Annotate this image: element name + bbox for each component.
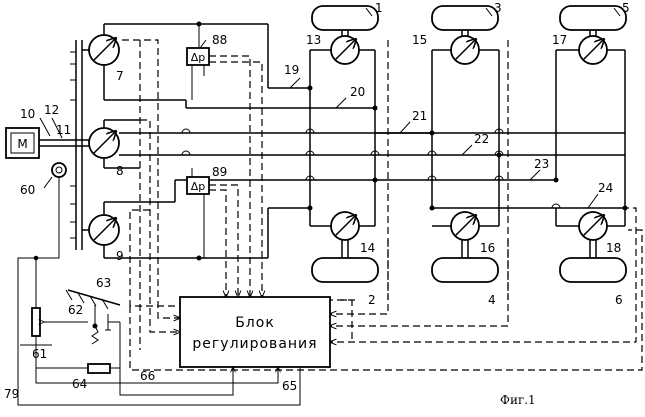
resistor-64	[36, 364, 120, 373]
label-12: 12	[44, 103, 59, 117]
wheel-motor-18	[556, 208, 625, 240]
label-22: 22	[474, 132, 489, 146]
label-13: 13	[306, 33, 321, 47]
label-24: 24	[598, 181, 613, 195]
wheel-motor-16	[432, 212, 499, 240]
wheel-motor-15	[432, 36, 499, 226]
control-unit-title: Блок	[235, 315, 275, 331]
dp-symbol: Δp	[191, 51, 206, 64]
dp-sensor-89: Δp	[187, 168, 209, 258]
label-19: 19	[284, 63, 299, 77]
shaft-ticks	[70, 52, 76, 238]
pump-9	[89, 215, 119, 245]
label-6: 6	[615, 293, 623, 307]
label-18: 18	[606, 241, 621, 255]
label-23: 23	[534, 157, 549, 171]
label-7: 7	[116, 69, 124, 83]
label-15: 15	[412, 33, 427, 47]
control-unit-subtitle: регулирования	[192, 336, 317, 352]
label-88: 88	[212, 33, 227, 47]
drive-shaft	[39, 40, 96, 250]
label-60: 60	[20, 183, 35, 197]
motor-symbol: M	[17, 137, 27, 151]
label-2: 2	[368, 293, 376, 307]
motor-10: M	[6, 128, 39, 158]
wheel-motor-17	[556, 36, 625, 226]
wheel-motor-14	[310, 180, 375, 240]
label-17: 17	[552, 33, 567, 47]
label-21: 21	[412, 109, 427, 123]
label-11: 11	[56, 123, 71, 137]
dp-symbol: Δp	[191, 180, 206, 193]
label-64: 64	[72, 377, 87, 391]
main-lines	[310, 88, 625, 208]
label-5: 5	[622, 1, 630, 15]
wire-79	[18, 177, 300, 405]
control-unit-block: Блок регулирования	[180, 297, 330, 367]
label-62: 62	[68, 303, 83, 317]
label-3: 3	[494, 1, 502, 15]
label-65: 65	[282, 379, 297, 393]
label-9: 9	[116, 249, 124, 263]
label-79: 79	[4, 387, 19, 401]
label-14: 14	[360, 241, 375, 255]
pump-8	[89, 128, 119, 158]
dp-sensor-88: Δp	[187, 24, 209, 100]
line-crossings	[182, 129, 560, 208]
junction-dots	[308, 86, 628, 211]
label-66: 66	[140, 369, 155, 383]
label-89: 89	[212, 165, 227, 179]
label-16: 16	[480, 241, 495, 255]
speed-sensor-60	[44, 163, 66, 188]
label-8: 8	[116, 164, 124, 178]
pump-7	[89, 35, 119, 65]
pump-7-lines	[104, 22, 375, 109]
label-20: 20	[350, 85, 365, 99]
wire-66	[120, 367, 233, 395]
pedal-63	[66, 290, 120, 344]
label-61: 61	[32, 347, 47, 361]
figure-caption: Фиг.1	[500, 393, 536, 407]
label-4: 4	[488, 293, 496, 307]
potentiometer-61	[20, 256, 78, 345]
label-1: 1	[375, 1, 383, 15]
label-10: 10	[20, 107, 35, 121]
label-63: 63	[96, 276, 111, 290]
